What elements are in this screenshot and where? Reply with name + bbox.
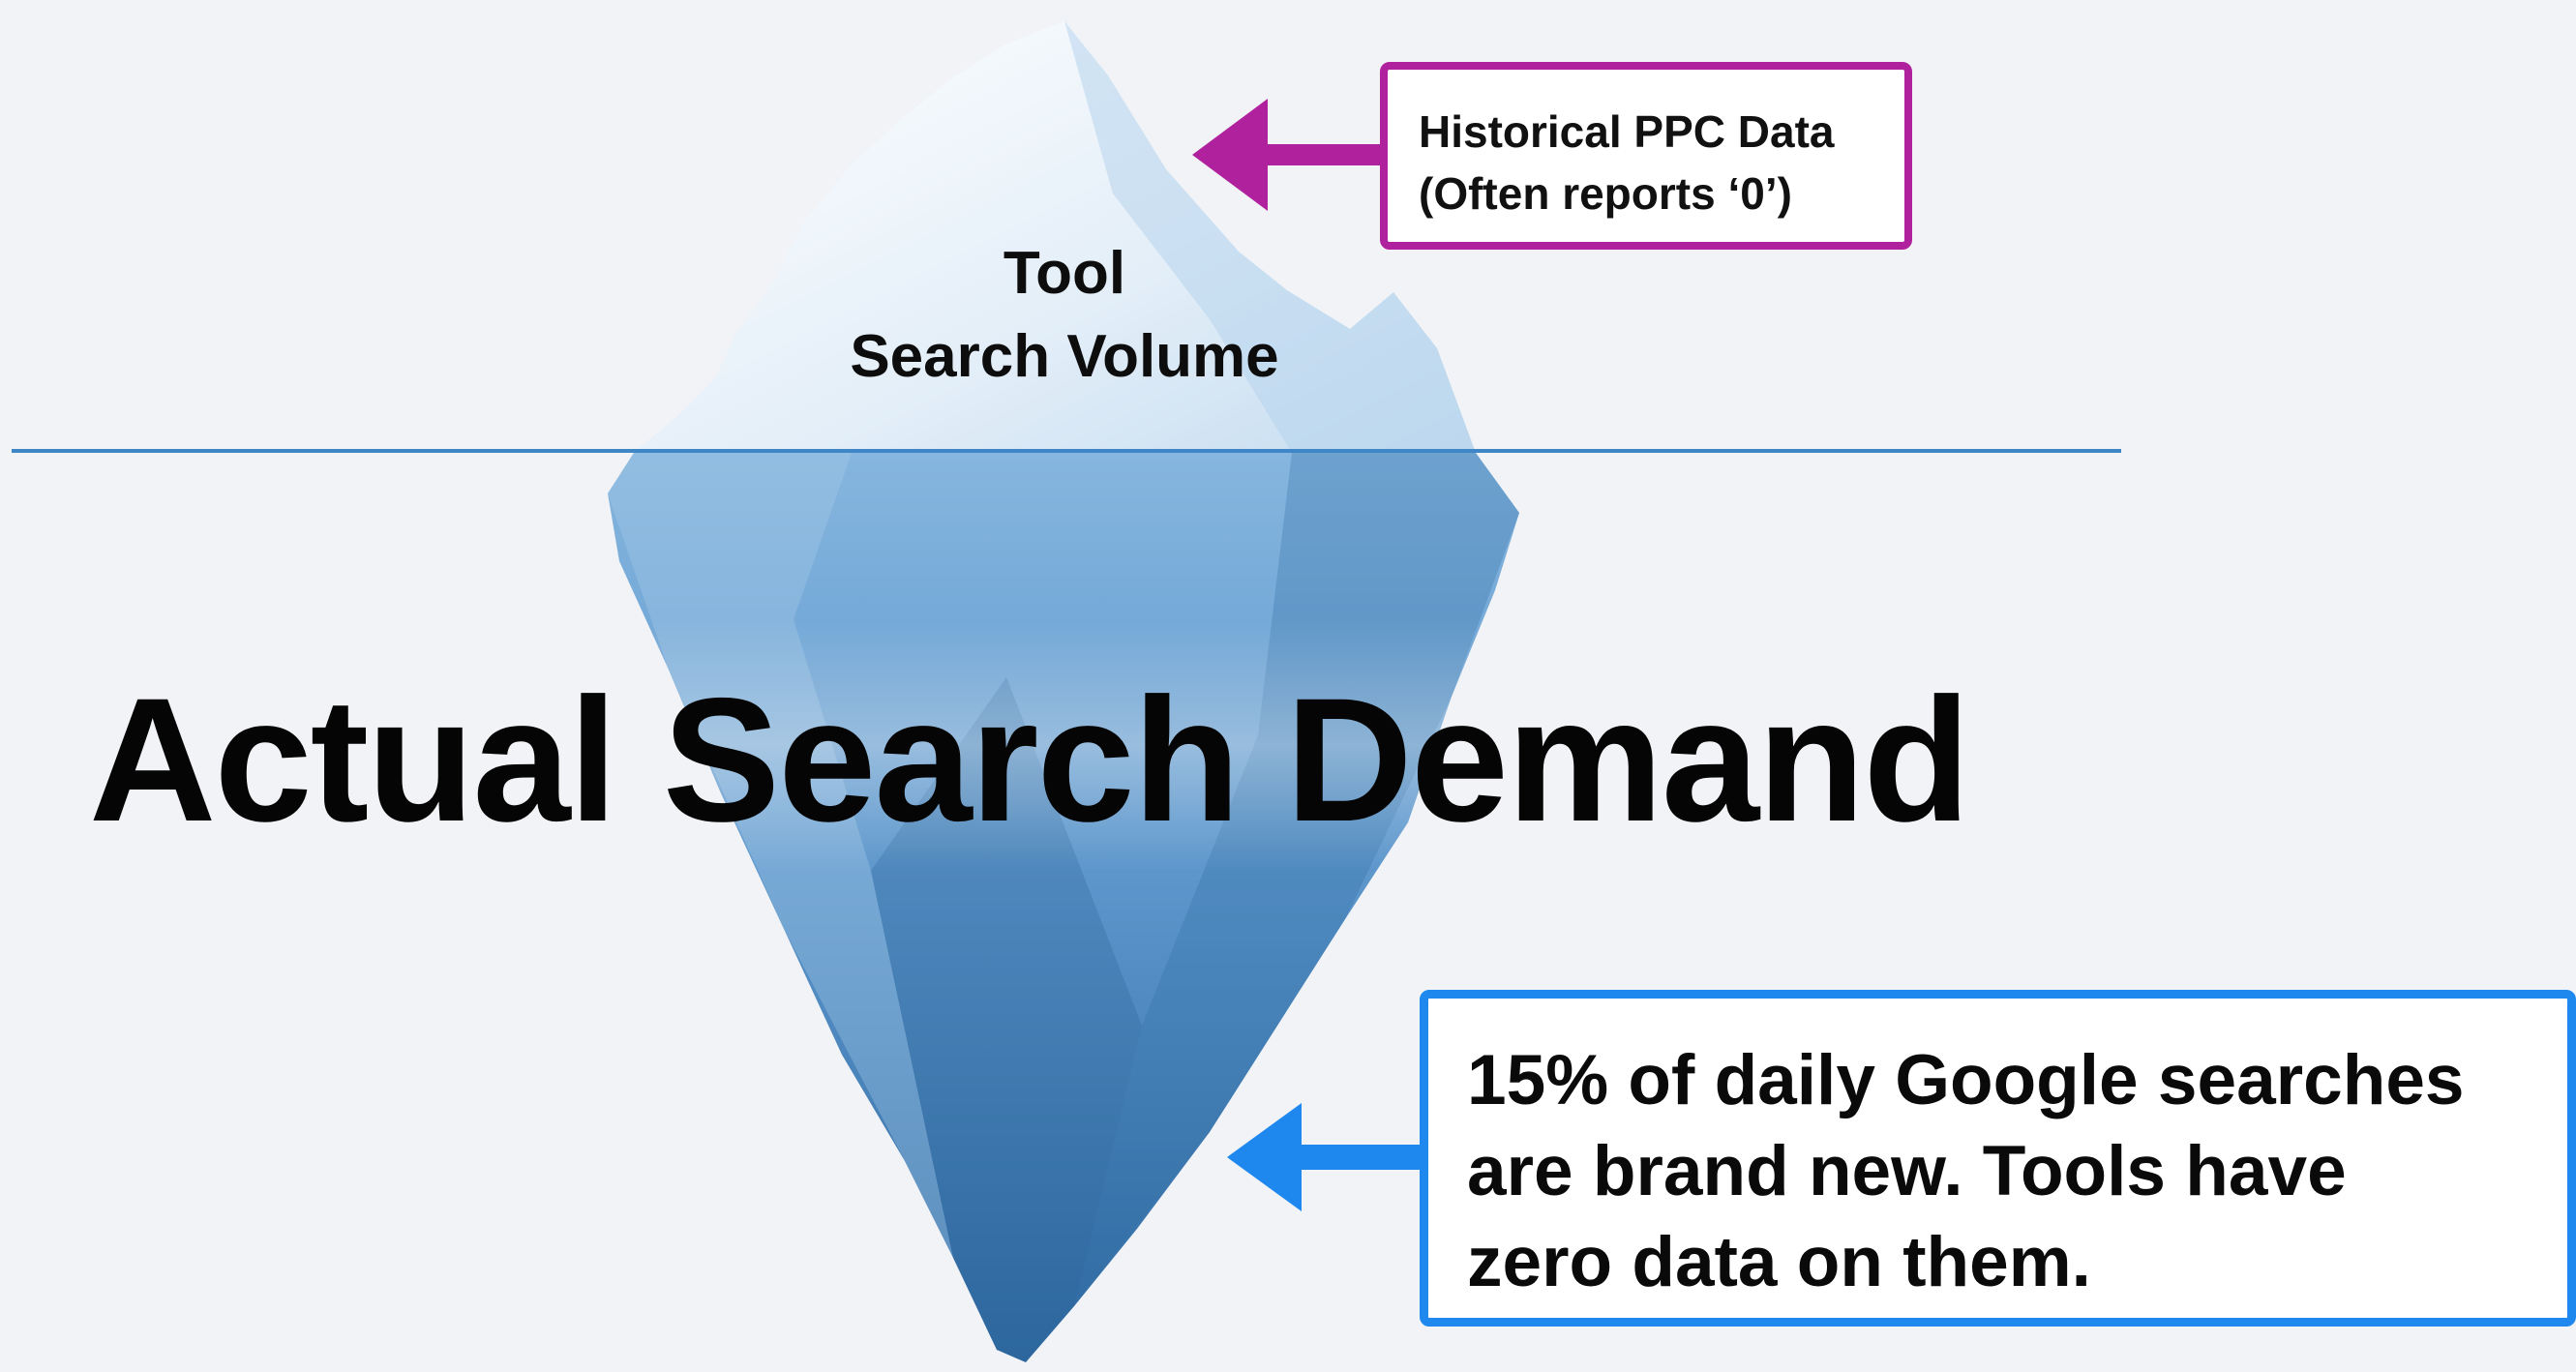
new-searches-callout: 15% of daily Google searches are brand n… bbox=[1420, 990, 2576, 1327]
callout-bottom-line1: 15% of daily Google searches bbox=[1467, 1041, 2465, 1119]
callout-bottom-line3: zero data on them. bbox=[1467, 1223, 2091, 1301]
historical-ppc-callout: Historical PPC Data (Often reports ‘0’) bbox=[1380, 62, 1912, 250]
tip-label-line1: Tool bbox=[1003, 240, 1126, 307]
callout-top-line2: (Often reports ‘0’) bbox=[1419, 168, 1792, 219]
arrow-to-tip-head bbox=[1192, 99, 1268, 211]
actual-search-demand-headline: Actual Search Demand bbox=[89, 661, 1970, 858]
arrow-to-base-head bbox=[1227, 1103, 1302, 1211]
iceberg-tip-facet bbox=[1064, 21, 1476, 453]
tip-label-line2: Search Volume bbox=[850, 323, 1279, 390]
iceberg-haze bbox=[581, 619, 1548, 871]
callout-top-line1: Historical PPC Data bbox=[1419, 106, 1835, 157]
callout-bottom-line2: are brand new. Tools have bbox=[1467, 1132, 2347, 1210]
tool-search-volume-label: Tool Search Volume bbox=[764, 232, 1364, 399]
